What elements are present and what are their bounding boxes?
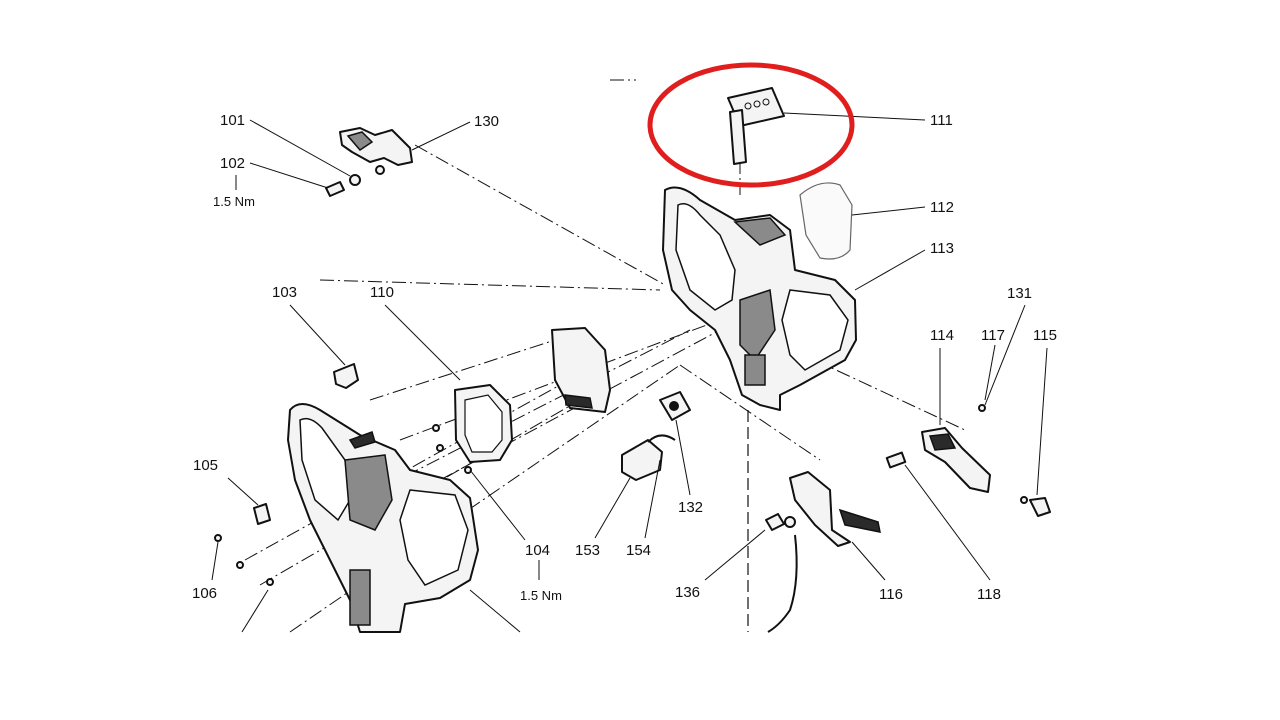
label-114: 114 <box>930 327 954 344</box>
torque-104: 1.5 Nm <box>520 588 562 603</box>
part-111-label-tag <box>727 87 785 165</box>
highlight-ellipse <box>647 62 855 188</box>
label-132: 132 <box>678 499 703 516</box>
pcb-board <box>551 327 611 413</box>
part-106-screws <box>214 424 472 586</box>
label-154: 154 <box>626 542 651 559</box>
label-111: 111 <box>930 112 953 129</box>
part-113-main-housing <box>662 186 857 411</box>
label-112: 112 <box>930 199 954 216</box>
part-118-trigger <box>885 427 991 493</box>
part-left-housing <box>287 403 479 633</box>
part-102-screw <box>325 181 345 197</box>
label-115: 115 <box>1033 327 1057 344</box>
label-110: 110 <box>370 284 394 301</box>
label-117: 117 <box>981 327 1005 344</box>
label-113: 113 <box>930 240 954 257</box>
label-104: 104 <box>525 542 550 559</box>
part-136-pin <box>765 513 798 633</box>
label-102: 102 <box>220 155 245 172</box>
torque-102: 1.5 Nm <box>213 194 255 209</box>
label-118: 118 <box>977 586 1001 603</box>
label-105: 105 <box>193 457 218 474</box>
crop-band <box>0 634 1280 720</box>
part-103-clip <box>333 363 359 389</box>
label-131: 131 <box>1007 285 1032 302</box>
part-labels: 101 102 1.5 Nm 130 111 112 113 103 110 1… <box>192 112 1057 603</box>
label-103: 103 <box>272 284 297 301</box>
part-115-clip <box>1020 496 1051 517</box>
label-136: 136 <box>675 584 700 601</box>
part-110-gasket <box>454 384 513 463</box>
label-116: 116 <box>879 586 903 603</box>
part-112-cover <box>799 182 853 260</box>
label-153: 153 <box>575 542 600 559</box>
label-130: 130 <box>474 113 499 130</box>
label-101: 101 <box>220 112 245 129</box>
part-130-lever <box>339 127 413 186</box>
label-106: 106 <box>192 585 217 602</box>
part-132-switch <box>659 391 691 421</box>
part-153-block <box>621 434 676 481</box>
part-105-clip <box>253 503 271 525</box>
part-116-lever <box>789 471 881 547</box>
